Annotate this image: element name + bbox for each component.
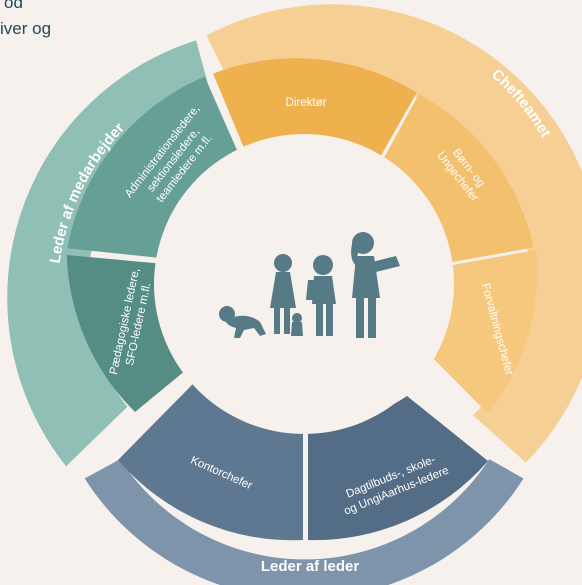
- intro-line-1: od: [4, 0, 23, 12]
- administrationsledere-segment[interactable]: [67, 76, 249, 259]
- medarbejder-outer-ring: [7, 40, 217, 467]
- intro-text: od iver og: [0, 0, 51, 42]
- intro-line-2: iver og: [0, 19, 52, 38]
- direktor-label: Direktør: [286, 97, 327, 109]
- chefteam-outer-ring: [206, 4, 582, 463]
- children-silhouettes-icon: [219, 232, 400, 338]
- paedagogiske-ledere-segment[interactable]: [66, 255, 201, 412]
- dagtilbud-segment[interactable]: [308, 396, 488, 541]
- center-circle: [154, 134, 454, 434]
- leder-label: Leder af leder: [261, 558, 360, 575]
- leder-outer-ring: [84, 459, 524, 585]
